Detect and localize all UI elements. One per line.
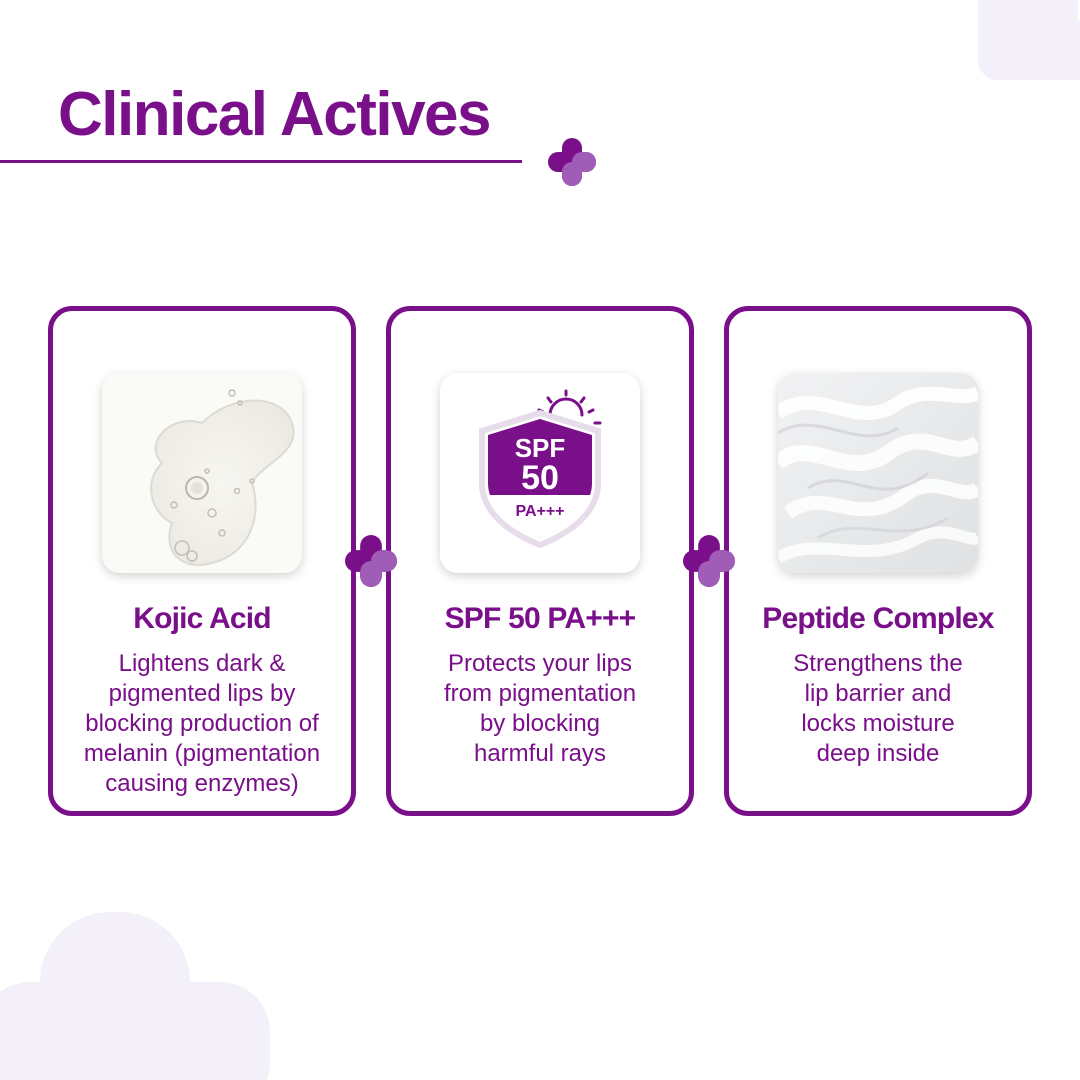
title-divider (0, 160, 522, 163)
description-line: causing enzymes) (105, 770, 299, 797)
description-line: locks moisture (801, 710, 955, 737)
description-line: blocking production of (85, 710, 319, 737)
serum-swatch-image (102, 373, 302, 573)
card-description: Protects your lips from pigmentation by … (391, 649, 689, 769)
plus-cross-icon (683, 535, 735, 587)
card-title: SPF 50 PA+++ (444, 602, 637, 635)
background-cross-decoration (0, 912, 270, 1080)
badge-number: 50 (521, 459, 559, 497)
description-line: Protects your lips (447, 650, 633, 677)
page-title: Clinical Actives (58, 80, 492, 149)
background-cross-decoration (978, 0, 1080, 80)
description-line: Lightens dark & (118, 650, 286, 677)
card-description: Lightens dark & pigmented lips by blocki… (53, 649, 351, 799)
description-line: melanin (pigmentation (83, 740, 321, 767)
card-title: Peptide Complex (762, 602, 994, 635)
description-line: by blocking (479, 710, 601, 737)
badge-pa: PA+++ (515, 503, 564, 520)
description-line: harmful rays (473, 740, 607, 767)
card-title: Kojic Acid (133, 602, 271, 635)
spf-shield-image: SPF 50 PA+++ (440, 373, 640, 573)
active-card-kojic-acid: Kojic Acid Lightens dark & pigmented lip… (48, 306, 356, 816)
description-line: lip barrier and (804, 680, 952, 707)
description-line: Strengthens the (793, 650, 963, 677)
cream-texture-image (778, 373, 978, 573)
active-card-spf: SPF 50 PA+++ SPF 50 PA+++ Protects your … (386, 306, 694, 816)
description-line: from pigmentation (443, 680, 637, 707)
description-line: deep inside (816, 740, 940, 767)
active-card-peptide-complex: Peptide Complex Strengthens the lip barr… (724, 306, 1032, 816)
plus-cross-icon (548, 138, 596, 186)
plus-cross-icon (345, 535, 397, 587)
card-description: Strengthens the lip barrier and locks mo… (729, 649, 1027, 769)
description-line: pigmented lips by (108, 680, 296, 707)
badge-spf: SPF (515, 433, 566, 463)
